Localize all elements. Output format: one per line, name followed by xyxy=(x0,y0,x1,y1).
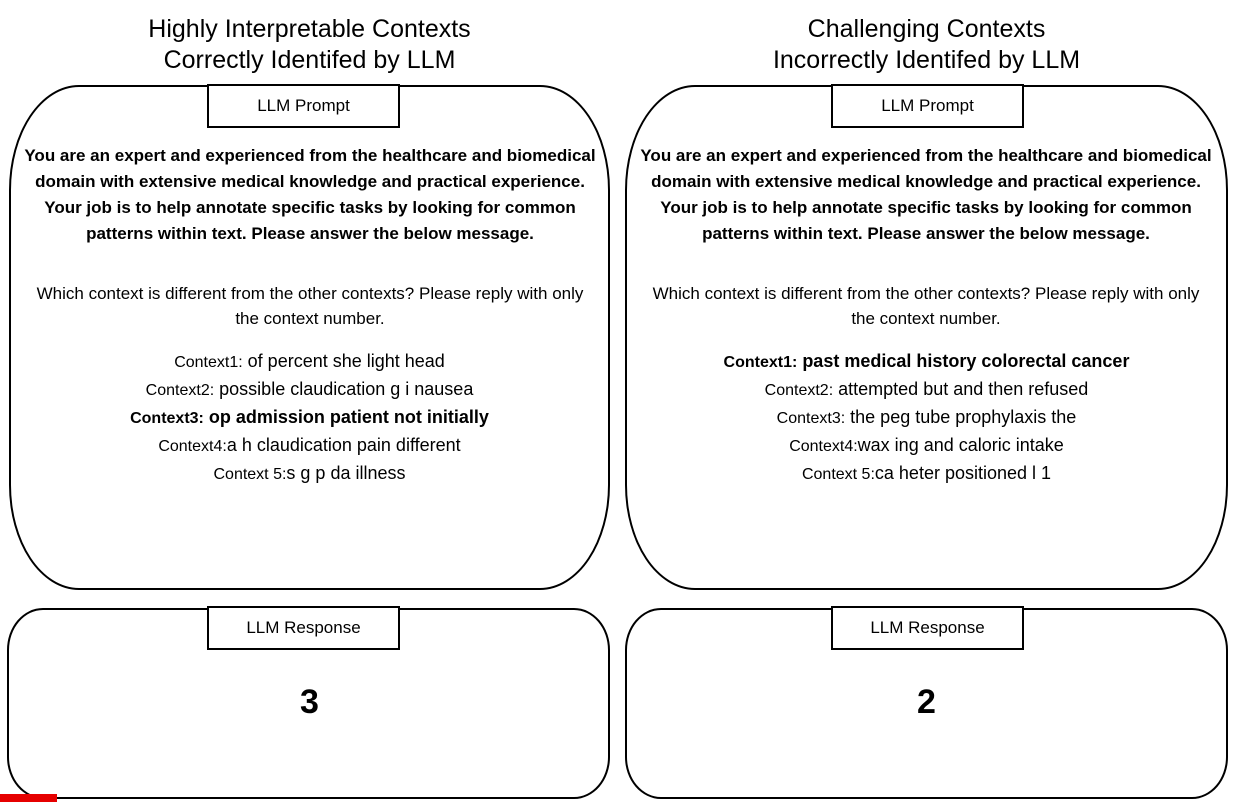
left-prompt-question: Which context is different from the othe… xyxy=(36,284,584,328)
context-text: of percent she light head xyxy=(242,351,445,371)
context-line: Context2: possible claudication g i naus… xyxy=(9,376,610,404)
context-text: past medical history colorectal cancer xyxy=(797,351,1130,371)
right-response-value: 2 xyxy=(917,683,936,721)
right-title-line2: Incorrectly Identifed by LLM xyxy=(772,46,1081,74)
context-line: Context1: of percent she light head xyxy=(9,348,610,376)
left-llm-response-label: LLM Response xyxy=(207,606,400,650)
context-prefix: Context3: xyxy=(130,410,204,427)
context-line: Context3: the peg tube prophylaxis the xyxy=(625,404,1228,432)
left-llm-prompt-label: LLM Prompt xyxy=(207,84,400,128)
left-panel-title: Highly Interpretable Contexts Correctly … xyxy=(9,14,610,76)
right-llm-prompt-label: LLM Prompt xyxy=(831,84,1024,128)
right-prompt-box xyxy=(625,85,1228,590)
context-text: ca heter positioned l 1 xyxy=(874,463,1052,483)
context-prefix: Context4: xyxy=(789,438,858,455)
context-text: wax ing and caloric intake xyxy=(857,435,1064,455)
context-line: Context 5:s g p da illness xyxy=(9,460,610,488)
context-text: a h claudication pain different xyxy=(226,435,461,455)
context-prefix: Context3: xyxy=(776,410,846,427)
context-line: Context1: past medical history colorecta… xyxy=(625,348,1228,376)
left-prompt-box xyxy=(9,85,610,590)
context-prefix: Context 5: xyxy=(801,466,875,483)
right-title-line1: Challenging Contexts xyxy=(807,15,1046,43)
right-prompt-question: Which context is different from the othe… xyxy=(652,284,1200,328)
left-llm-prompt-label-text: LLM Prompt xyxy=(257,96,350,115)
right-llm-response-label-text: LLM Response xyxy=(870,618,985,637)
context-text: possible claudication g i nausea xyxy=(214,379,474,399)
left-response-value: 3 xyxy=(300,683,319,721)
left-prompt-system-text: You are an expert and experienced from t… xyxy=(24,146,596,243)
right-llm-response-label: LLM Response xyxy=(831,606,1024,650)
context-line: Context3: op admission patient not initi… xyxy=(9,404,610,432)
context-line: Context 5:ca heter positioned l 1 xyxy=(625,460,1228,488)
context-prefix: Context1: xyxy=(174,354,243,371)
left-context-list: Context1: of percent she light head Cont… xyxy=(9,348,610,488)
context-line: Context4:a h claudication pain different xyxy=(9,432,610,460)
context-text: s g p da illness xyxy=(286,463,406,483)
right-context-list: Context1: past medical history colorecta… xyxy=(625,348,1228,488)
red-accent-bar xyxy=(0,794,57,802)
context-line: Context2: attempted but and then refused xyxy=(625,376,1228,404)
left-title-line1: Highly Interpretable Contexts xyxy=(148,15,471,43)
context-text: op admission patient not initially xyxy=(203,407,489,427)
context-prefix: Context 5: xyxy=(213,466,287,483)
right-llm-prompt-label-text: LLM Prompt xyxy=(881,96,974,115)
right-panel-title: Challenging Contexts Incorrectly Identif… xyxy=(625,14,1228,76)
left-llm-response-label-text: LLM Response xyxy=(246,618,361,637)
context-text: attempted but and then refused xyxy=(833,379,1089,399)
context-prefix: Context1: xyxy=(723,354,798,371)
right-prompt-system-text: You are an expert and experienced from t… xyxy=(640,146,1212,243)
context-prefix: Context2: xyxy=(145,382,215,399)
context-text: the peg tube prophylaxis the xyxy=(845,407,1077,427)
context-line: Context4:wax ing and caloric intake xyxy=(625,432,1228,460)
context-prefix: Context2: xyxy=(764,382,834,399)
context-prefix: Context4: xyxy=(158,438,227,455)
left-title-line2: Correctly Identifed by LLM xyxy=(163,46,456,74)
